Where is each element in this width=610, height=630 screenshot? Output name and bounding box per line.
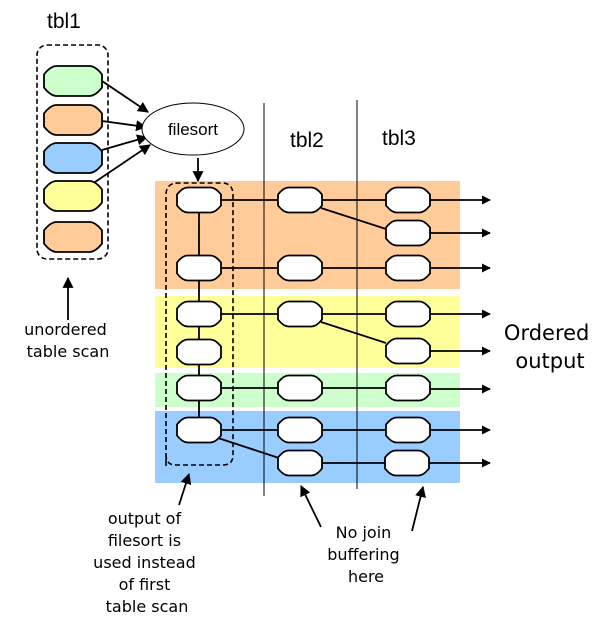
tbl1-row-1: [43, 65, 103, 97]
annotation-line: here: [348, 567, 384, 586]
edge: [320, 207, 387, 230]
output-arrows: [429, 195, 491, 468]
tbl1-node: [176, 186, 222, 214]
tbl2-node: [277, 374, 323, 402]
annotation-no-join-buffering: No join buffering here: [327, 523, 405, 586]
annotation-unordered-scan: unordered table scan: [24, 320, 112, 361]
tbl3-node: [385, 219, 431, 247]
edge: [217, 437, 280, 459]
tbl1-group: [36, 44, 109, 260]
tbl1-node: [176, 374, 222, 402]
annotation-line: output of: [108, 509, 182, 528]
annotation-line: No join: [336, 523, 392, 542]
tbl1-row-2: [43, 104, 103, 136]
annotation-line: table scan: [106, 597, 189, 616]
filesort-label: filesort: [168, 120, 218, 139]
tbl3-node: [385, 416, 431, 444]
arrow-row1-to-filesort: [101, 80, 149, 113]
tbl2-node: [277, 416, 323, 444]
tbl3-node: [385, 337, 431, 365]
tbl2-node: [277, 254, 323, 282]
tbl3-node: [385, 186, 431, 214]
tbl1-node: [176, 300, 222, 328]
tbl1-node: [176, 338, 222, 366]
arrow-row3-to-filesort: [101, 134, 149, 151]
tbl1-node: [176, 416, 222, 444]
join-edges: [198, 199, 387, 464]
annotation-line: of first: [119, 575, 171, 594]
annotation-arrows: [62, 276, 426, 532]
tbl3-node: [385, 300, 431, 328]
annotation-line: used instead: [93, 553, 196, 572]
tbl3-node: [385, 374, 431, 402]
annotation-line: output: [515, 349, 584, 373]
header-tbl1: tbl1: [47, 10, 81, 33]
arrow-no-buffer-tbl3: [411, 485, 426, 532]
tbl1-row-5: [43, 221, 103, 253]
annotation-filesort-output: output of filesort is used instead of fi…: [93, 509, 201, 616]
annotation-line: table scan: [27, 342, 110, 361]
tbl1-rows: [43, 65, 103, 253]
annotation-line: Ordered: [504, 321, 589, 345]
filesort-node: [141, 102, 245, 156]
tbl1-node: [176, 254, 222, 282]
header-tbl3: tbl3: [382, 127, 416, 150]
tbl2-node: [277, 449, 323, 477]
tbl1-row-4: [43, 180, 103, 212]
tbl2-node: [277, 186, 323, 214]
tbl3-node: [384, 449, 430, 477]
filesort-output-group: [165, 182, 234, 466]
annotation-line: unordered: [24, 320, 107, 339]
arrow-row4-to-filesort: [94, 144, 151, 183]
tbl3-node: [385, 254, 431, 282]
join-nodes: [176, 186, 431, 477]
tbl2-node: [277, 300, 323, 328]
header-tbl2: tbl2: [290, 129, 324, 152]
tbl1-row-3: [43, 142, 103, 174]
edge: [320, 321, 387, 344]
annotation-line: buffering: [327, 545, 399, 564]
arrow-row2-to-filesort: [101, 120, 148, 132]
annotation-line: filesort is: [108, 531, 181, 550]
arrow-filesort-output: [178, 472, 192, 506]
annotation-ordered-output: Ordered output: [504, 321, 596, 373]
tbl1-to-filesort-arrows: [94, 80, 151, 183]
arrow-no-buffer-tbl2: [300, 485, 322, 528]
